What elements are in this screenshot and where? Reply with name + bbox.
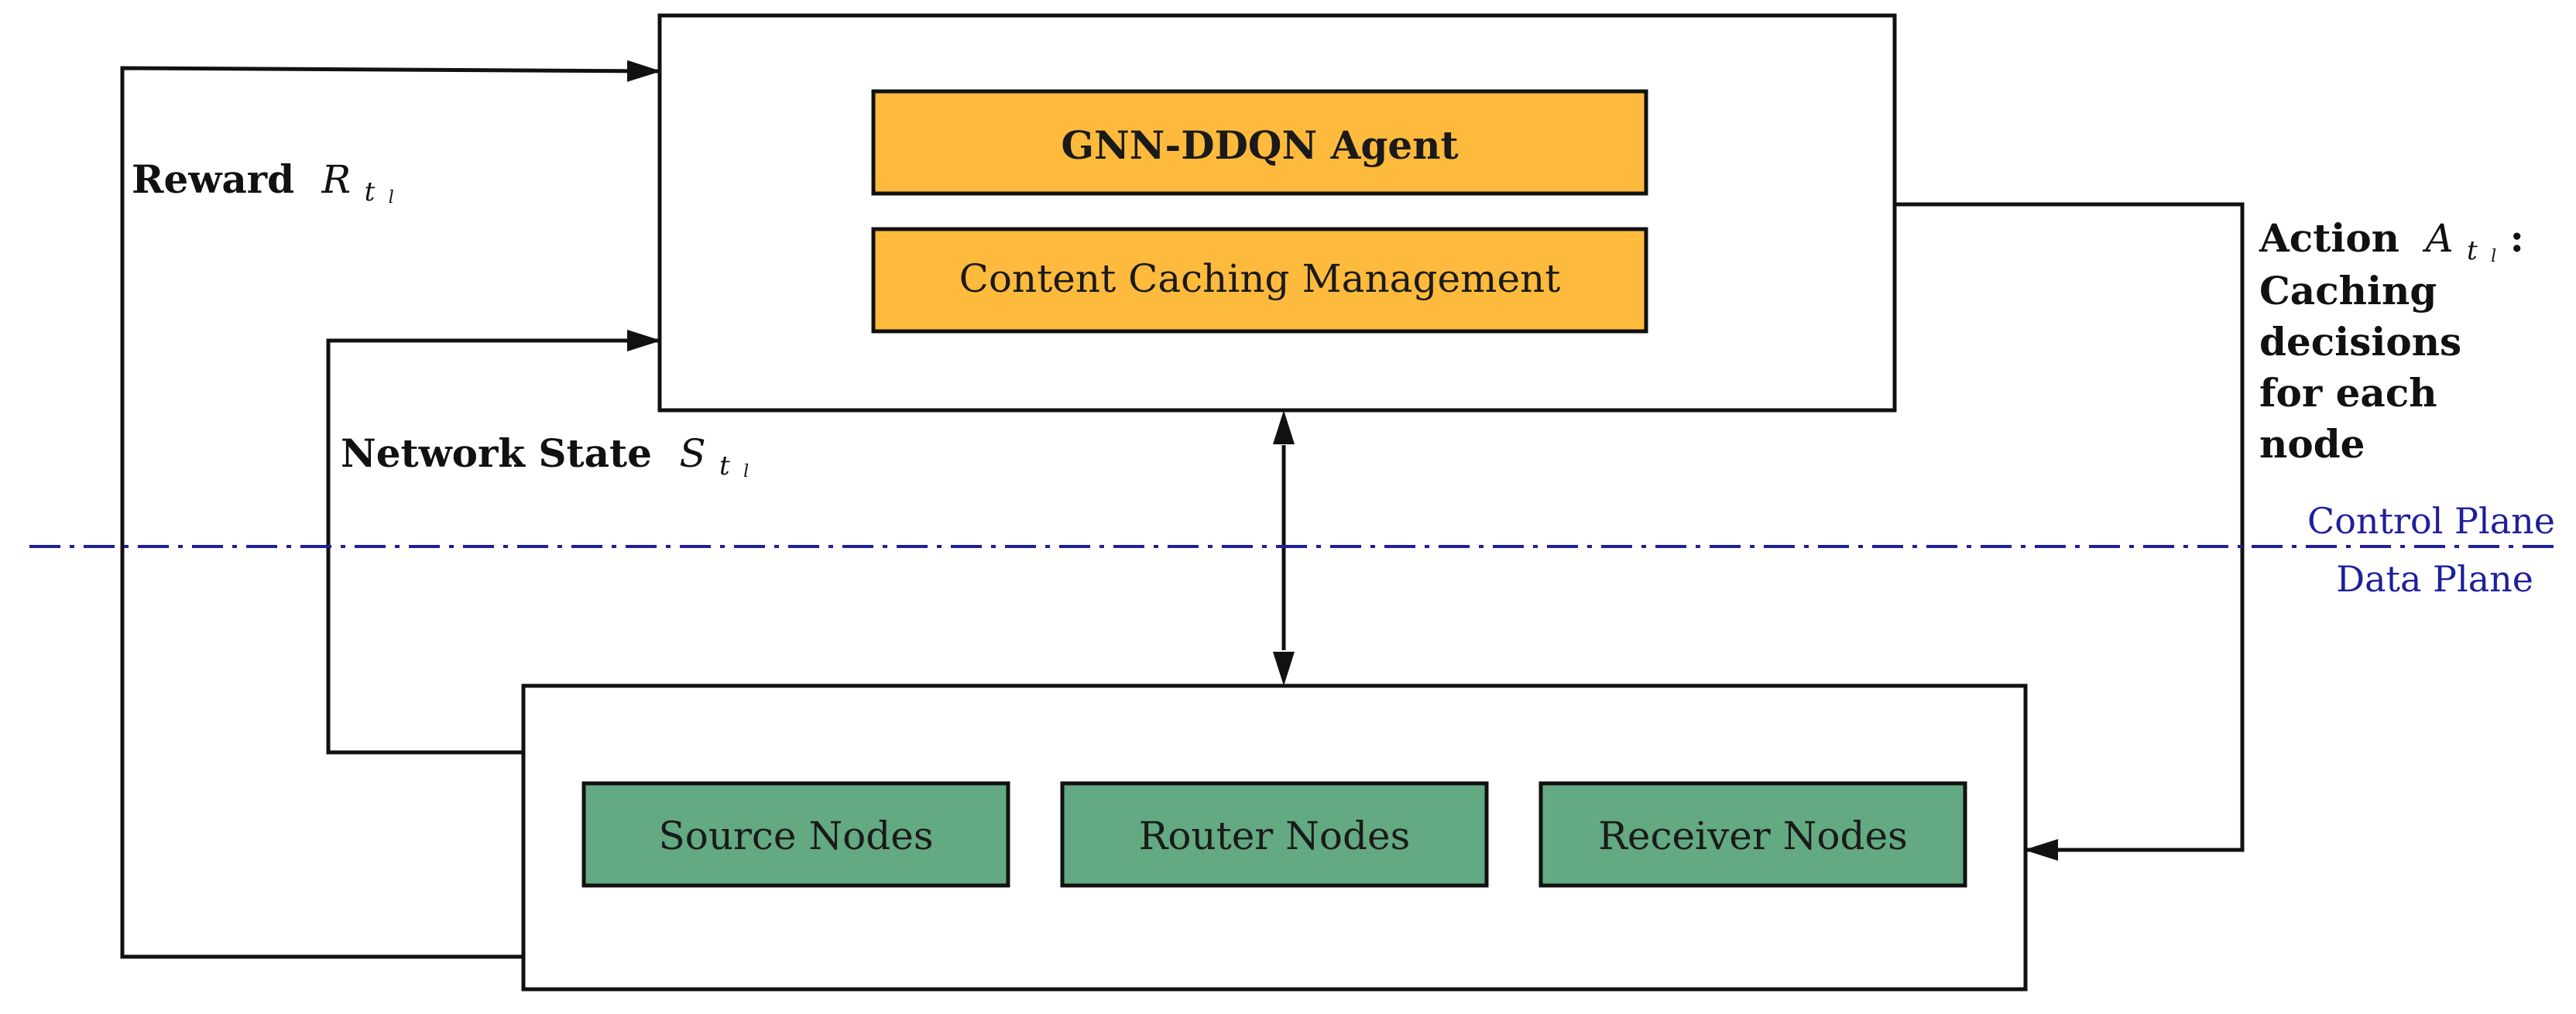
state-subscript: t [719, 450, 730, 481]
reward-text: Reward [132, 156, 294, 202]
action-subsub: l [2491, 247, 2496, 266]
agent-label: GNN-DDQN Agent [1061, 122, 1458, 168]
control-module-box [657, 13, 1897, 413]
caching-management-label: Content Caching Management [959, 256, 1561, 301]
receiver-nodes-label: Receiver Nodes [1598, 814, 1908, 858]
network-state-label: Network State S t l [341, 430, 749, 487]
reward-arrow [120, 60, 661, 959]
action-colon: : [2510, 215, 2524, 261]
action-line-3: for each [2259, 370, 2437, 416]
reward-symbol: R [321, 157, 352, 202]
action-text: Action [2259, 215, 2399, 261]
action-symbol: A [2422, 216, 2453, 261]
action-subscript: t [2467, 235, 2478, 266]
receiver-nodes-box [1538, 781, 1967, 888]
caching-management-box [871, 227, 1648, 334]
state-text: Network State [341, 430, 652, 476]
reward-subscript: t [365, 176, 376, 207]
source-nodes-box [581, 781, 1010, 888]
action-title: Action A t l : [2259, 215, 2524, 276]
agent-box [871, 89, 1648, 196]
action-arrow [1895, 202, 2245, 861]
router-nodes-label: Router Nodes [1139, 814, 1411, 858]
source-nodes-label: Source Nodes [658, 814, 933, 858]
action-line-1: Caching [2259, 268, 2437, 313]
bidirectional-arrow-up-head [1273, 410, 1295, 444]
router-nodes-box [1060, 781, 1489, 888]
reward-label: Reward R t l [132, 156, 394, 213]
action-line-4: node [2259, 421, 2365, 467]
state-symbol: S [679, 431, 705, 476]
reward-subsub: l [389, 188, 394, 207]
action-line-2: decisions [2259, 319, 2461, 365]
bidirectional-arrow-down-head [1273, 652, 1295, 686]
state-subsub: l [743, 462, 749, 481]
control-plane-label: Control Plane [2307, 500, 2555, 542]
data-plane-label: Data Plane [2336, 558, 2533, 600]
